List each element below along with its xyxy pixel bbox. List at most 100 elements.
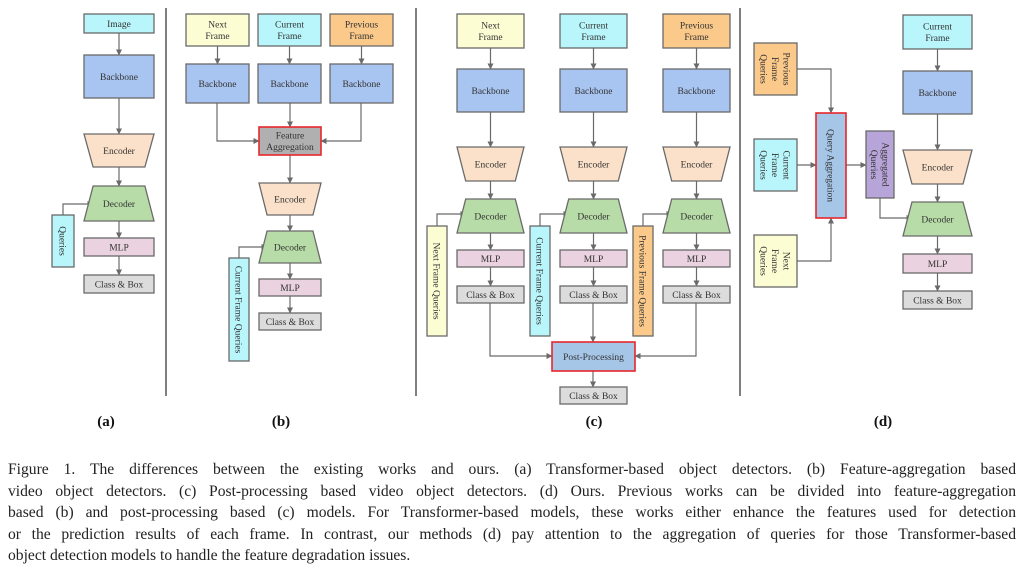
next-frame-queries-box: Next Frame Queries bbox=[426, 225, 448, 337]
next-frame-queries-box-shape bbox=[753, 234, 798, 288]
current-frame-box-shape bbox=[559, 13, 628, 49]
caption-line: Figure 1. The differences between the ex… bbox=[8, 461, 1016, 478]
backbone-box-label: Backbone bbox=[199, 80, 237, 90]
previous-frame-queries-box: PreviousFrameQueries bbox=[753, 42, 798, 96]
mlp-box-label: MLP bbox=[928, 260, 948, 270]
panel-dividers bbox=[165, 8, 741, 396]
output-box: Class & Box bbox=[456, 285, 525, 304]
previous-frame-queries-box-label: PreviousFrameQueries bbox=[758, 52, 791, 86]
mlp-box: MLP bbox=[258, 278, 322, 297]
caption-line: video object detectors. (c) Post-process… bbox=[8, 482, 1016, 500]
decoder-block-shape bbox=[559, 198, 628, 234]
backbone-box: Backbone bbox=[902, 70, 973, 115]
backbone-box-label: Backbone bbox=[678, 87, 716, 97]
final-output-box-label: Class & Box bbox=[569, 392, 618, 402]
backbone-box: Backbone bbox=[662, 68, 731, 113]
output-box-shape bbox=[456, 285, 525, 304]
image-box-shape bbox=[83, 13, 155, 34]
backbone-box-label: Backbone bbox=[100, 73, 138, 83]
encoder-block-label: Encoder bbox=[922, 163, 954, 173]
query-aggregation-box-label: Query Aggregation bbox=[825, 129, 835, 202]
decoder-block: Decoder bbox=[456, 198, 525, 234]
encoder-block: Encoder bbox=[258, 182, 322, 216]
decoder-block-label: Decoder bbox=[474, 212, 507, 222]
current-frame-queries-box-label: Current Frame Queries bbox=[534, 237, 544, 325]
decoder-block-label: Decoder bbox=[680, 212, 713, 222]
decoder-block-label: Decoder bbox=[103, 200, 136, 210]
encoder-block-label: Encoder bbox=[681, 160, 713, 170]
previous-frame-box-shape bbox=[662, 13, 731, 49]
caption-line: based (b) and post-processing based (c) … bbox=[8, 504, 1016, 522]
next-frame-queries-box-shape bbox=[426, 225, 448, 337]
mlp-box: MLP bbox=[902, 253, 973, 274]
backbone-box-label: Backbone bbox=[271, 80, 309, 90]
encoder-block-shape bbox=[83, 133, 155, 168]
post-processing-box: Post-Processing bbox=[551, 341, 636, 372]
encoder-block: Encoder bbox=[662, 146, 731, 182]
previous-frame-queries-box-shape bbox=[753, 42, 798, 96]
previous-frame-queries-box: Previous Frame Queries bbox=[632, 225, 654, 337]
next-frame-queries-box-label: Next Frame Queries bbox=[431, 242, 441, 319]
final-output-box: Class & Box bbox=[559, 386, 628, 405]
image-box: Image bbox=[83, 13, 155, 34]
encoder-block: Encoder bbox=[902, 149, 973, 185]
mlp-box: MLP bbox=[559, 249, 628, 268]
decoder-block-shape bbox=[662, 198, 731, 234]
encoder-block-shape bbox=[662, 146, 731, 182]
decoder-block: Decoder bbox=[559, 198, 628, 234]
encoder-block-label: Encoder bbox=[578, 160, 610, 170]
output-box-shape bbox=[662, 285, 731, 304]
backbone-box: Backbone bbox=[329, 63, 394, 104]
backbone-box-shape bbox=[662, 68, 731, 113]
aggregated-queries-box-shape bbox=[865, 130, 895, 199]
output-box-shape bbox=[902, 290, 973, 310]
backbone-box-shape bbox=[83, 54, 155, 99]
decoder-block: Decoder bbox=[902, 201, 973, 237]
output-box-shape bbox=[559, 285, 628, 304]
decoder-block-label: Decoder bbox=[577, 212, 610, 222]
arrow bbox=[489, 303, 553, 359]
image-box-label: Image bbox=[107, 20, 131, 30]
backbone-box: Backbone bbox=[83, 54, 155, 99]
arrow bbox=[634, 303, 697, 359]
output-box-label: Class & Box bbox=[266, 318, 315, 328]
backbone-box-label: Backbone bbox=[343, 80, 381, 90]
current-frame-queries-box: Current Frame Queries bbox=[228, 257, 250, 362]
decoder-block: Decoder bbox=[662, 198, 731, 234]
encoder-block-label: Encoder bbox=[475, 160, 507, 170]
arrow bbox=[797, 68, 834, 114]
decoder-block-shape bbox=[456, 198, 525, 234]
current-frame-queries-box-shape bbox=[753, 138, 798, 192]
queries-box-shape bbox=[51, 214, 75, 268]
backbone-box: Backbone bbox=[456, 68, 525, 113]
decoder-block-shape bbox=[83, 185, 155, 222]
next-frame-box-shape bbox=[456, 13, 525, 49]
output-box-label: Class & Box bbox=[569, 291, 618, 301]
arrow bbox=[539, 211, 570, 226]
backbone-box: Backbone bbox=[185, 63, 250, 104]
output-box-label: Class & Box bbox=[95, 280, 144, 290]
encoder-block-label: Encoder bbox=[103, 147, 135, 157]
arrow bbox=[238, 244, 268, 258]
backbone-box-shape bbox=[329, 63, 394, 104]
output-box-label: Class & Box bbox=[913, 296, 962, 306]
previous-frame-queries-box-shape bbox=[632, 225, 654, 337]
mlp-box: MLP bbox=[456, 249, 525, 268]
arrow bbox=[436, 211, 467, 226]
query-aggregation-box-shape bbox=[815, 112, 847, 219]
previous-frame-box-shape bbox=[329, 13, 394, 47]
decoder-block-label: Decoder bbox=[921, 215, 954, 225]
mlp-box-label: MLP bbox=[584, 255, 604, 265]
arrow bbox=[216, 103, 260, 144]
